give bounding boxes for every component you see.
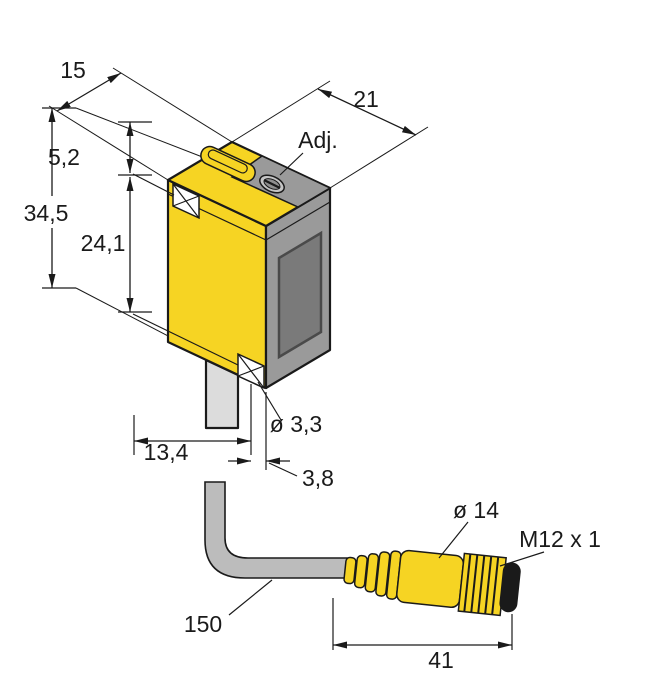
dim-bottom-width-label: 13,4 xyxy=(144,439,189,465)
dim-depth-label: 15 xyxy=(60,57,86,83)
strain-relief xyxy=(343,550,402,600)
dim-top-hole-offset-label: 5,2 xyxy=(48,144,80,170)
cable-length-label: 150 xyxy=(184,611,222,637)
indicator-dome xyxy=(200,145,256,183)
dim-width-label: 21 xyxy=(353,86,379,112)
dim-connector-length-label: 41 xyxy=(428,647,454,673)
m12-connector xyxy=(343,549,521,617)
mount-hole-top-mark xyxy=(172,182,200,220)
dimensions: 15 21 Adj. 5,2 34,5 24,1 13,4 ø 3,3 3,8 … xyxy=(24,57,601,673)
cable-assembly xyxy=(204,481,521,617)
mount-hole-diameter-label: ø 3,3 xyxy=(270,411,322,437)
dim-height-label: 34,5 xyxy=(24,200,69,226)
dim-hole-spacing-label: 24,1 xyxy=(81,230,126,256)
mount-hole-bottom-mark xyxy=(237,352,265,390)
adjustment-label: Adj. xyxy=(298,127,338,153)
cap-seam-front xyxy=(265,201,331,241)
connector-thread xyxy=(457,552,507,617)
sensor-lens-window xyxy=(277,230,323,360)
adjustment-pot xyxy=(259,174,285,194)
connector-thread-label: M12 x 1 xyxy=(519,526,601,552)
connector-diameter-label: ø 14 xyxy=(453,497,499,523)
connector-tip xyxy=(499,562,521,613)
connector-barrel xyxy=(396,549,465,609)
sensor xyxy=(166,140,332,430)
dim-hole-to-face-label: 3,8 xyxy=(302,465,334,491)
cable xyxy=(204,481,348,579)
